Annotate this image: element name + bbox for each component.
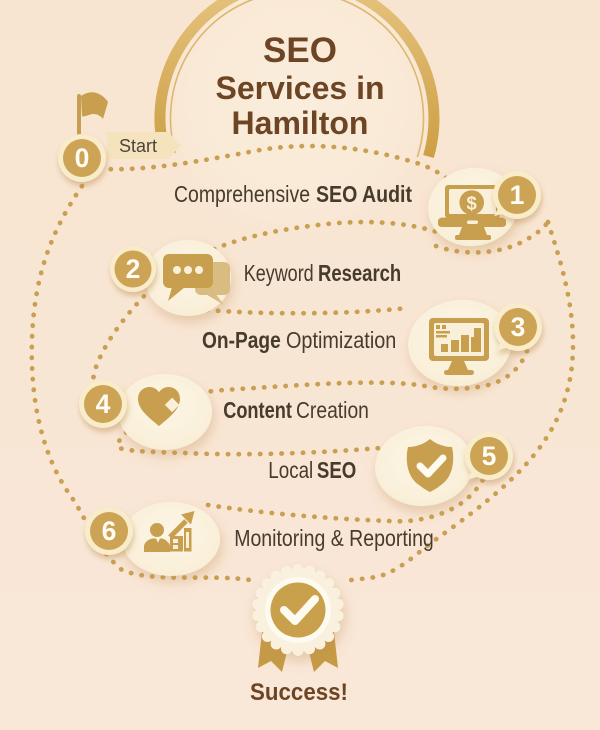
svg-text:0: 0 — [75, 143, 90, 173]
svg-text:Local: Local — [268, 457, 313, 483]
svg-text:6: 6 — [102, 516, 117, 546]
svg-text:2: 2 — [126, 254, 141, 284]
svg-text:Monitoring & Reporting: Monitoring & Reporting — [234, 525, 434, 551]
svg-text:Start: Start — [119, 136, 157, 156]
svg-text:SEO: SEO — [317, 457, 356, 483]
svg-text:SEO: SEO — [263, 31, 337, 70]
svg-text:Creation: Creation — [296, 397, 369, 423]
svg-text:Optimization: Optimization — [286, 327, 396, 353]
svg-text:4: 4 — [96, 389, 111, 419]
svg-text:Content: Content — [223, 397, 292, 423]
svg-text:SEO Audit: SEO Audit — [316, 181, 412, 207]
svg-text:Success!: Success! — [250, 679, 348, 706]
svg-text:Services in: Services in — [216, 70, 385, 106]
svg-text:$: $ — [467, 193, 478, 214]
svg-text:1: 1 — [510, 180, 525, 210]
svg-text:5: 5 — [482, 441, 497, 471]
svg-text:3: 3 — [511, 312, 526, 342]
svg-text:Keyword: Keyword — [244, 260, 314, 286]
svg-text:Hamilton: Hamilton — [232, 105, 369, 141]
svg-text:Comprehensive: Comprehensive — [174, 181, 310, 207]
svg-text:On-Page: On-Page — [202, 327, 281, 353]
svg-text:Research: Research — [318, 260, 401, 286]
